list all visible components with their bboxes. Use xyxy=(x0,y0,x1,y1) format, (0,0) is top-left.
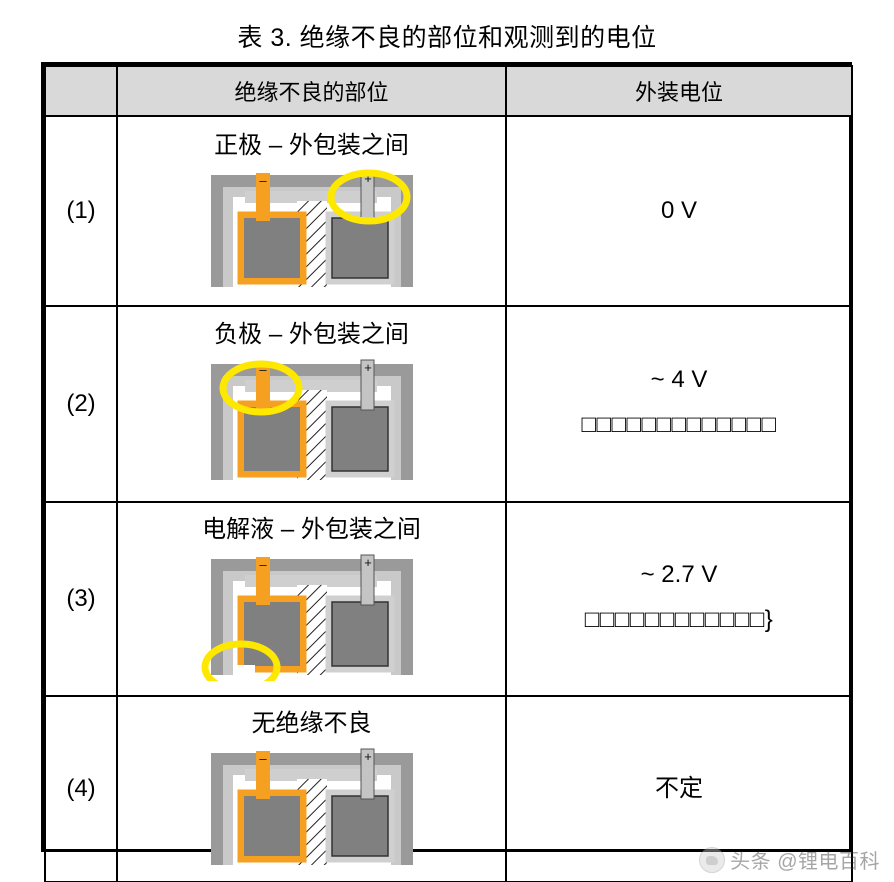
table-row: (2) 负极 – 外包装之间 xyxy=(44,305,853,503)
voltage-value: 不定 xyxy=(655,774,703,802)
row-voltage-cell: 0 V xyxy=(505,115,853,307)
negative-terminal-symbol: – xyxy=(259,557,267,572)
negative-tab xyxy=(255,751,270,800)
voltage-value: ~ 4 V xyxy=(650,366,708,394)
row-voltage-cell: 不定 xyxy=(505,695,853,882)
insulation-failure-table: 绝缘不良的部位 外装电位 (1) 正极 – 外包装之间 xyxy=(41,62,853,882)
positive-terminal-symbol: + xyxy=(364,171,372,186)
positive-electrode-fill xyxy=(330,406,389,472)
voltage-note: □□□□□□□□□□□□} xyxy=(584,606,774,634)
site-label: 负极 – 外包装之间 xyxy=(214,320,409,348)
table-header-row: 绝缘不良的部位 外装电位 xyxy=(44,65,853,117)
row-index: (2) xyxy=(44,305,118,503)
row-voltage-cell: ~ 4 V □□□□□□□□□□□□□ xyxy=(505,305,853,503)
positive-tab xyxy=(360,359,374,411)
negative-tab xyxy=(255,557,270,606)
positive-electrode-frame xyxy=(325,789,394,863)
negative-terminal-symbol: – xyxy=(259,173,267,188)
header-index xyxy=(44,65,118,117)
header-site: 绝缘不良的部位 xyxy=(116,65,507,117)
site-label: 正极 – 外包装之间 xyxy=(214,131,409,159)
highlight-ellipse xyxy=(327,169,410,225)
page-title: 表 3. 绝缘不良的部位和观测到的电位 xyxy=(237,24,657,52)
highlight-ellipse xyxy=(219,360,302,416)
top-spacer-bar xyxy=(244,575,377,588)
negative-electrode-fill xyxy=(243,796,300,857)
negative-tab xyxy=(255,362,270,411)
battery-diagram-1: – + xyxy=(118,163,505,289)
positive-electrode-fill xyxy=(330,795,389,857)
positive-electrode-frame xyxy=(325,400,394,478)
row-site-cell: 正极 – 外包装之间 xyxy=(116,115,507,307)
battery-cross-section-svg: – + xyxy=(210,748,413,866)
voltage-value: 0 V xyxy=(660,196,698,224)
table-row: (3) 电解液 – 外包装之间 xyxy=(44,501,853,697)
row-site-cell: 电解液 – 外包装之间 xyxy=(116,501,507,697)
top-spacer-bar xyxy=(244,380,377,393)
negative-electrode-fill xyxy=(243,407,300,472)
battery-cross-section-svg: – + xyxy=(210,359,413,481)
row-site-cell: 负极 – 外包装之间 xyxy=(116,305,507,503)
battery-diagram-3: – + xyxy=(118,547,505,682)
positive-terminal-symbol: + xyxy=(364,360,372,375)
electrolyte-leak-path xyxy=(232,665,255,676)
row-index: (3) xyxy=(44,501,118,697)
table-row: (1) 正极 – 外包装之间 xyxy=(44,115,853,307)
row-voltage-cell: ~ 2.7 V □□□□□□□□□□□□} xyxy=(505,501,853,697)
negative-electrode-frame xyxy=(237,789,306,863)
top-spacer-bar xyxy=(244,191,377,204)
row-site-cell: 无绝缘不良 xyxy=(116,695,507,882)
voltage-note: □□□□□□□□□□□□□ xyxy=(581,411,777,439)
positive-electrode-frame xyxy=(325,211,394,285)
battery-diagram-2: – + xyxy=(118,352,505,486)
row-index: (4) xyxy=(44,695,118,882)
positive-electrode-frame xyxy=(325,595,394,673)
voltage-value: ~ 2.7 V xyxy=(640,561,718,589)
site-label: 无绝缘不良 xyxy=(251,709,372,737)
battery-cross-section-svg: – + xyxy=(210,169,413,288)
highlight-ellipse xyxy=(201,640,280,682)
negative-electrode-fill xyxy=(243,218,300,279)
negative-electrode-frame xyxy=(237,400,306,478)
battery-diagram-4: – + xyxy=(118,741,505,867)
positive-tab xyxy=(360,748,374,800)
negative-terminal-symbol: – xyxy=(259,751,267,766)
positive-electrode-fill xyxy=(330,217,389,279)
positive-terminal-symbol: + xyxy=(364,555,372,570)
top-spacer-bar xyxy=(244,769,377,782)
positive-terminal-symbol: + xyxy=(364,749,372,764)
negative-tab xyxy=(255,173,270,222)
positive-tab xyxy=(360,554,374,606)
row-index: (1) xyxy=(44,115,118,307)
positive-electrode-fill xyxy=(330,601,389,667)
battery-cross-section-svg: – + xyxy=(201,554,413,682)
table-row: (4) 无绝缘不良 xyxy=(44,695,853,882)
negative-electrode-frame xyxy=(237,595,306,673)
header-voltage: 外装电位 xyxy=(505,65,853,117)
negative-terminal-symbol: – xyxy=(259,362,267,377)
negative-electrode-frame xyxy=(237,211,306,285)
site-label: 电解液 – 外包装之间 xyxy=(202,515,421,543)
